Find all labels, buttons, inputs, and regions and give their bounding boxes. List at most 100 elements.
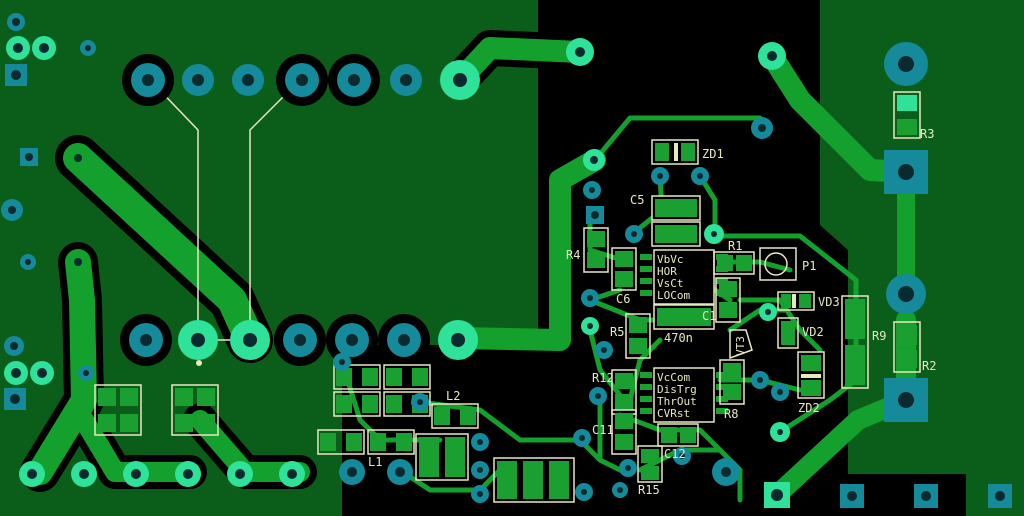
label-c1: C1: [702, 309, 716, 323]
ic-bottom-row-4: CVRst: [657, 407, 690, 420]
vt3-transistor: [729, 329, 753, 360]
via-icon: [1, 199, 23, 221]
label-r5: R5: [610, 325, 624, 339]
pad-icon: [71, 461, 97, 487]
via-icon: [583, 149, 605, 171]
r2-resistor: [893, 321, 921, 373]
pad-icon: [6, 36, 30, 60]
pad-icon: [440, 60, 480, 100]
pad-icon: [175, 461, 201, 487]
ratsnest-dot: [196, 360, 202, 366]
connector-left-bottom: [4, 336, 94, 410]
via-icon: [411, 393, 429, 411]
square-pad-icon: [840, 484, 864, 508]
label-vd2: VD2: [802, 325, 824, 339]
label-r12: R12: [592, 371, 614, 385]
ic-bottom-row-1: VcCom: [657, 371, 690, 384]
pad-icon: [30, 361, 54, 385]
pad-icon: [328, 54, 380, 106]
via-icon: [4, 336, 24, 356]
square-pad-icon: [586, 206, 604, 224]
pad-icon: [378, 314, 430, 366]
zd2-diode: [797, 351, 825, 399]
pad-icon: [884, 42, 928, 86]
label-r2: R2: [922, 359, 936, 373]
ic-top-row-1: VbVc: [657, 253, 684, 266]
via-icon: [581, 317, 599, 335]
via-icon: [390, 64, 422, 96]
via-icon: [387, 459, 413, 485]
pad-icon: [279, 461, 305, 487]
vias-control: [566, 38, 1012, 508]
via-icon: [583, 181, 601, 199]
square-pad-icon: [5, 64, 27, 86]
vd3-diode: [777, 291, 815, 311]
ic-top-row-2: HOR: [657, 265, 677, 278]
pad-icon: [274, 314, 326, 366]
via-icon: [80, 40, 96, 56]
label-l1: L1: [368, 455, 382, 469]
square-pad-icon: [884, 150, 928, 194]
label-c6: C6: [616, 292, 630, 306]
ic-top-row-3: VsCt: [657, 277, 684, 290]
via-icon: [471, 485, 489, 503]
via-icon: [612, 482, 628, 498]
pad-icon: [19, 461, 45, 487]
label-r15: R15: [638, 483, 660, 497]
pad-icon: [230, 320, 270, 360]
via-icon: [7, 13, 25, 31]
pad-icon: [438, 320, 478, 360]
pad-icon: [326, 314, 378, 366]
transformer-bottom-row: [120, 314, 478, 366]
signal-traces: [339, 115, 859, 503]
label-l2: L2: [446, 389, 460, 403]
via-icon: [759, 303, 777, 321]
ic-bottom-row-3: ThrOut: [657, 395, 697, 408]
r9-resistor: [841, 295, 869, 389]
via-icon: [589, 387, 607, 405]
pad-icon: [758, 42, 786, 70]
pad-icon: [122, 54, 174, 106]
label-vd3: VD3: [818, 295, 840, 309]
via-icon: [712, 458, 740, 486]
pad-icon: [276, 54, 328, 106]
square-pad-icon: [4, 388, 26, 410]
label-c12: C12: [664, 447, 686, 461]
via-icon: [471, 433, 489, 451]
pad-icon: [227, 461, 253, 487]
square-pad-icon: [884, 378, 928, 422]
label-470n: 470n: [664, 331, 693, 345]
via-icon: [182, 64, 214, 96]
label-r4: R4: [566, 248, 580, 262]
copper-pour-left: [0, 0, 538, 516]
label-c5: C5: [630, 193, 644, 207]
ic-bottom-row-2: DisTrg: [657, 383, 697, 396]
via-icon: [78, 365, 94, 381]
label-p1: P1: [802, 259, 816, 273]
square-pad-icon: [988, 484, 1012, 508]
potentiometer-icon: [759, 247, 797, 281]
square-pad-icon: [914, 484, 938, 508]
label-zd1: ZD1: [702, 147, 724, 161]
bottom-left-pads: [19, 461, 305, 487]
via-icon: [595, 341, 613, 359]
square-pad-icon: [764, 482, 790, 508]
via-icon: [751, 117, 773, 139]
smd-resistors-lower-left: [94, 384, 219, 436]
pad-icon: [32, 36, 56, 60]
via-icon: [20, 254, 36, 270]
square-pad-icon: [20, 148, 38, 166]
via-icon: [232, 64, 264, 96]
pad-icon: [886, 274, 926, 314]
via-icon: [581, 289, 599, 307]
via-icon: [771, 383, 789, 401]
label-c11: C11: [592, 423, 614, 437]
via-icon: [770, 422, 790, 442]
pad-icon: [123, 461, 149, 487]
ic-icon: [640, 249, 728, 423]
silkscreen-labels: ZD1 C5 R1 P1 R4 C6 R5 C1 470n VD3 VD2 R9…: [368, 127, 936, 497]
pad-icon: [4, 361, 28, 385]
label-r9: R9: [872, 329, 886, 343]
via-icon: [651, 167, 669, 185]
